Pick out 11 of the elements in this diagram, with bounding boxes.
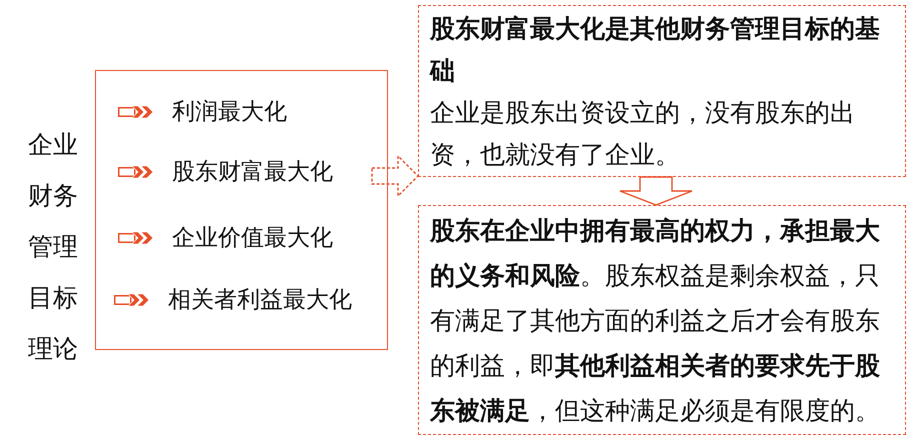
block-arrow <box>619 176 693 206</box>
note-heading: 股东财富最大化是其他财务管理目标的基础 <box>430 13 881 87</box>
item-text: 相关者利益最大化 <box>168 286 352 315</box>
block-arrow <box>371 154 419 198</box>
note-box <box>418 5 906 177</box>
vertical-heading: 企业财务管理目标理论 <box>27 129 79 365</box>
item-text: 企业价值最大化 <box>172 224 333 253</box>
note-text: 股东在企业中拥有最高的权力，承担最大的义务和风险。股东权益是剩余权益，只有满足了其他方面的利益之后才会有股东的利益，即其他利益相关者的要求先于股东被满足，但这种满足必须是有限度的。 <box>430 215 881 427</box>
item-text: 股东财富最大化 <box>172 158 333 187</box>
note-text: 企业是股东出资设立的，没有股东的出资，也就没有了企业。 <box>430 97 856 171</box>
item-text: 利润最大化 <box>172 98 287 127</box>
